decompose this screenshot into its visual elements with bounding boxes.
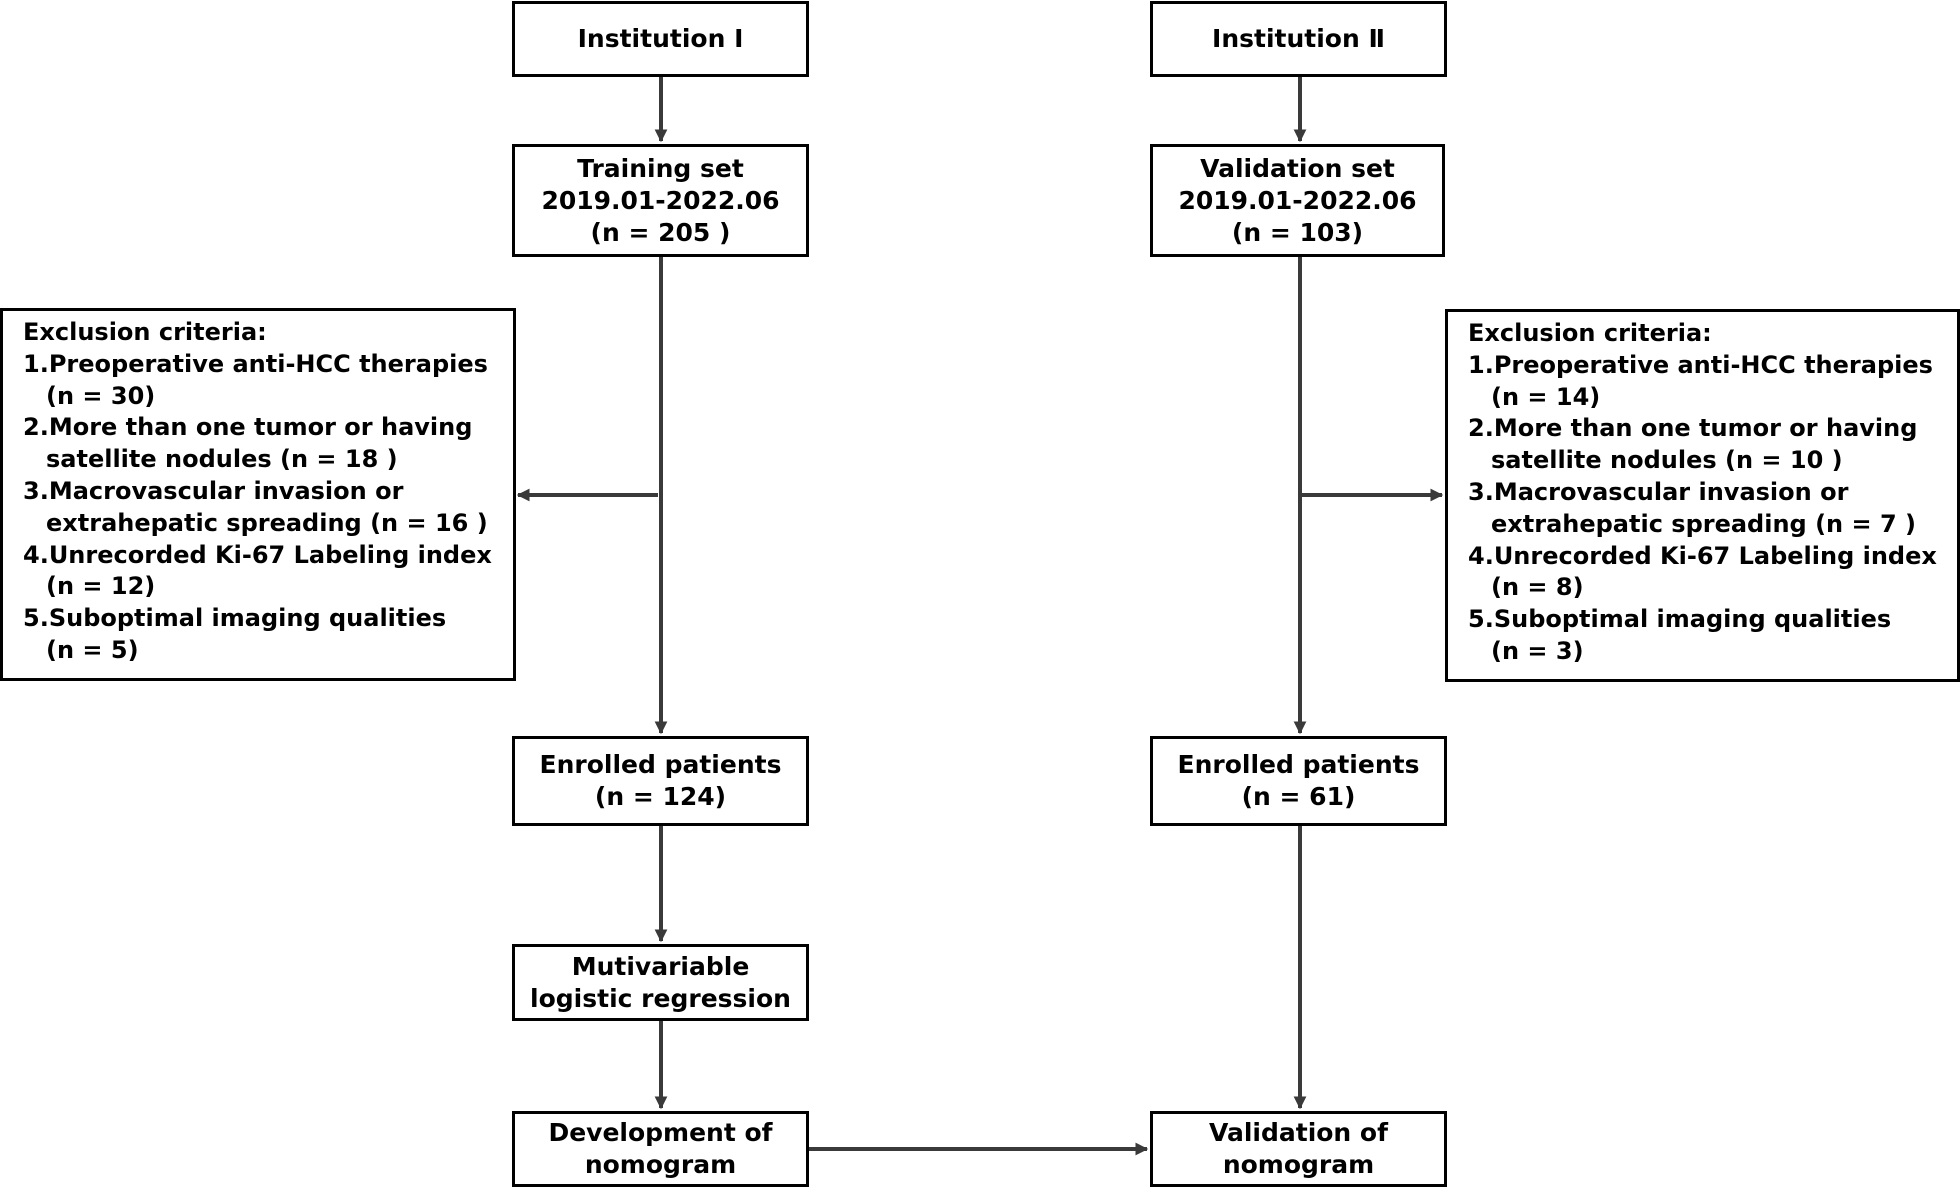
right-exclusion-item-2: 2.More than one tumor or having xyxy=(1468,414,1918,443)
regression-box: Mutivariable logistic regression xyxy=(512,944,809,1021)
institution-2-label: Institution Ⅱ xyxy=(1212,24,1385,53)
right-exclusion-item-2-count: satellite nodules (n = 10 ) xyxy=(1491,446,1843,475)
left-enrolled-count: (n = 124) xyxy=(594,782,727,811)
left-exclusion-item-5-count: (n = 5) xyxy=(46,635,139,664)
validation-set-box: Validation set 2019.01-2022.06 (n = 103) xyxy=(1150,144,1445,257)
right-exclusion-item-5-count: (n = 3) xyxy=(1491,636,1584,665)
validation-nomogram-box: Validation of nomogram xyxy=(1150,1111,1447,1187)
right-exclusion-item-3-count: extrahepatic spreading (n = 7 ) xyxy=(1491,509,1916,538)
training-set-title: Training set xyxy=(577,153,744,183)
left-enrolled-box: Enrolled patients (n = 124) xyxy=(512,736,809,826)
development-nomogram-box: Development of nomogram xyxy=(512,1111,809,1187)
development-line-1: Development of xyxy=(548,1118,773,1147)
left-exclusion-item-4: 4.Unrecorded Ki-67 Labeling index xyxy=(23,540,492,569)
left-enrolled-title: Enrolled patients xyxy=(539,750,782,779)
training-set-count: (n = 205 ) xyxy=(590,217,731,247)
left-exclusion-box: Exclusion criteria: 1.Preoperative anti-… xyxy=(0,308,516,681)
left-exclusion-title: Exclusion criteria: xyxy=(23,318,267,346)
development-line-2: nomogram xyxy=(584,1150,737,1179)
institution-1-label: Institution Ⅰ xyxy=(577,24,744,53)
left-exclusion-item-1-count: (n = 30) xyxy=(46,381,156,410)
training-set-period: 2019.01-2022.06 xyxy=(541,185,780,215)
left-exclusion-item-3: 3.Macrovascular invasion or xyxy=(23,476,404,505)
left-exclusion-item-2-count: satellite nodules (n = 18 ) xyxy=(46,445,398,474)
left-exclusion-item-3-count: extrahepatic spreading (n = 16 ) xyxy=(46,508,488,537)
validation-set-period: 2019.01-2022.06 xyxy=(1178,185,1417,215)
validation-set-title: Validation set xyxy=(1200,153,1395,183)
right-enrolled-count: (n = 61) xyxy=(1241,782,1356,811)
right-exclusion-item-4-count: (n = 8) xyxy=(1491,573,1584,602)
right-enrolled-box: Enrolled patients (n = 61) xyxy=(1150,736,1447,826)
right-exclusion-item-5: 5.Suboptimal imaging qualities xyxy=(1468,605,1892,634)
left-exclusion-item-5: 5.Suboptimal imaging qualities xyxy=(23,604,447,633)
left-exclusion-item-2: 2.More than one tumor or having xyxy=(23,413,473,442)
validation-set-count: (n = 103) xyxy=(1231,217,1364,247)
institution-2-box: Institution Ⅱ xyxy=(1150,1,1447,77)
training-set-box: Training set 2019.01-2022.06 (n = 205 ) xyxy=(512,144,809,257)
institution-1-box: Institution Ⅰ xyxy=(512,1,809,77)
regression-line-1: Mutivariable xyxy=(571,951,750,981)
left-exclusion-item-1: 1.Preoperative anti-HCC therapies xyxy=(23,349,488,378)
right-exclusion-item-1-count: (n = 14) xyxy=(1491,382,1601,411)
left-exclusion-item-4-count: (n = 12) xyxy=(46,572,156,601)
right-enrolled-title: Enrolled patients xyxy=(1177,750,1420,779)
regression-line-2: logistic regression xyxy=(530,983,791,1013)
validation-line-2: nomogram xyxy=(1222,1150,1375,1179)
right-exclusion-item-1: 1.Preoperative anti-HCC therapies xyxy=(1468,350,1933,379)
right-exclusion-box: Exclusion criteria: 1.Preoperative anti-… xyxy=(1445,309,1960,682)
right-exclusion-item-3: 3.Macrovascular invasion or xyxy=(1468,477,1849,506)
right-exclusion-title: Exclusion criteria: xyxy=(1468,319,1712,347)
right-exclusion-item-4: 4.Unrecorded Ki-67 Labeling index xyxy=(1468,541,1937,570)
validation-line-1: Validation of xyxy=(1208,1118,1388,1147)
